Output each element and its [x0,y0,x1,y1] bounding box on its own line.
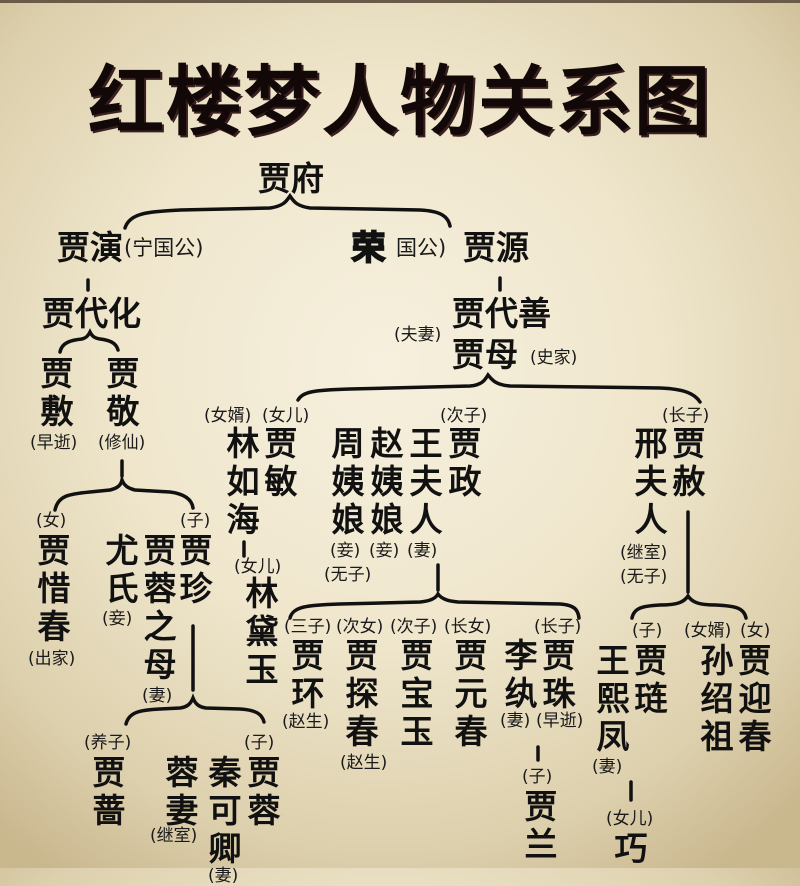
role-cinv: (次女) [336,617,384,637]
note-zhaosheng-huan: (赵生) [282,712,330,732]
person-lin-ruhai: 林如海 [226,424,260,539]
role-nv-ying: (女) [740,621,771,641]
person-jia-rong: 贾蓉 [247,753,281,830]
person-li-wan: 李纨 [504,636,538,713]
person-jia-zheng: 贾政 [448,424,482,501]
role-zhangzi-zhu: (长子) [534,617,582,637]
person-jia-yan: 贾演 [57,228,123,267]
person-jia-lian: 贾琏 [634,641,668,718]
note-qi-wang: (妻) [407,541,438,561]
note-qi-li: (妻) [500,711,531,731]
person-zhao-yiniang: 赵姨娘 [370,424,404,539]
note-qi-wang-xf: (妻) [592,757,623,777]
role-nver-min: (女儿) [262,406,310,426]
person-jia-xichun: 贾惜春 [37,531,71,646]
note-shijia: (史家) [530,348,578,368]
root-jiafu: 贾府 [258,159,324,198]
role-zi-lian: (子) [632,621,663,641]
note-qi-rongmu: (妻) [142,686,173,706]
person-wang-furen: 王夫人 [409,424,443,539]
person-jia-mu: 贾母 [452,335,518,374]
note-zaoshi: (早逝) [30,433,78,453]
note-wuzi-xing: (无子) [620,567,668,587]
note-xiuxian: (修仙) [98,433,146,453]
connector-lines [53,192,748,802]
person-jia-fu: 贾敷 [40,354,74,431]
note-qie-zhou: (妾) [330,541,361,561]
role-zhangzi-she: (长子) [662,406,710,426]
note-qie-you: (妾) [102,609,133,629]
person-jia-qiang: 贾蔷 [92,753,126,830]
person-jia-tanchun: 贾探春 [345,636,379,751]
note-ningguogong: (宁国公) [124,236,204,260]
role-zi-lan: (子) [522,767,553,787]
role-nvxu-sun: (女婿) [684,621,732,641]
role-cizi-baoyu: (次子) [390,617,438,637]
person-sun-shaozu: 孙绍祖 [700,641,734,756]
person-jia-yuanchun: 贾元春 [454,636,488,751]
diagram-title: 红楼梦人物关系图 [88,57,712,146]
role-yangzi: (养子) [84,733,132,753]
note-qi-qin: (妻) [208,866,239,886]
role-zi-rong: (子) [244,733,275,753]
person-jia-lan: 贾兰 [524,787,558,864]
person-jia-she: 贾赦 [672,424,706,501]
person-jia-jing: 贾敬 [106,354,140,431]
person-wang-xifeng: 王熙凤 [596,641,630,756]
note-fuqi: (夫妻) [394,325,442,345]
role-zi-zhen: (子) [180,511,211,531]
person-jia-baoyu: 贾宝玉 [400,636,434,751]
note-jishi-rong: (继室) [150,826,198,846]
role-nvxu-lin: (女婿) [204,406,252,426]
role-cizi-zheng: (次子) [440,406,488,426]
person-jia-huan: 贾环 [291,636,325,713]
person-qiao: 巧 [614,829,648,868]
note-qie-zhao: (妾) [369,541,400,561]
person-zhou-yiniang: 周姨娘 [331,424,365,539]
person-jia-yuan: 贾源 [463,228,529,267]
person-jia-zhu: 贾珠 [542,636,576,713]
role-nv: (女) [36,511,67,531]
person-you-shi: 尤氏 [105,531,139,608]
note-wuzi-zhou: (无子) [324,565,372,585]
role-zhangnv: (长女) [444,617,492,637]
person-jia-yingchun: 贾迎春 [738,641,772,756]
person-jia-daishan: 贾代善 [452,294,551,333]
note-rongguogong: 国公) [396,236,447,260]
role-sanzi: (三子) [284,617,332,637]
rong-character: 荣 [351,228,386,268]
person-qin-keqing: 秦可卿 [208,753,242,868]
note-zaoshi-zhu: (早逝) [536,711,584,731]
person-rong-qi: 蓉妻 [165,753,199,830]
person-jia-zhen: 贾珍 [179,531,213,608]
top-border [0,0,800,3]
person-jia-daihua: 贾代化 [42,294,141,333]
note-jishi-xing: (继室) [620,543,668,563]
person-jia-min: 贾敏 [264,424,298,501]
person-xing-furen: 邢夫人 [634,424,668,539]
person-jiarong-mother: 贾蓉之母 [143,531,177,684]
role-nver-qiao: (女儿) [606,809,654,829]
role-nver-daiyu: (女儿) [234,557,282,577]
person-lin-daiyu: 林黛玉 [245,574,279,689]
note-chujia: (出家) [28,649,76,669]
note-zhaosheng-tan: (赵生) [340,753,388,773]
